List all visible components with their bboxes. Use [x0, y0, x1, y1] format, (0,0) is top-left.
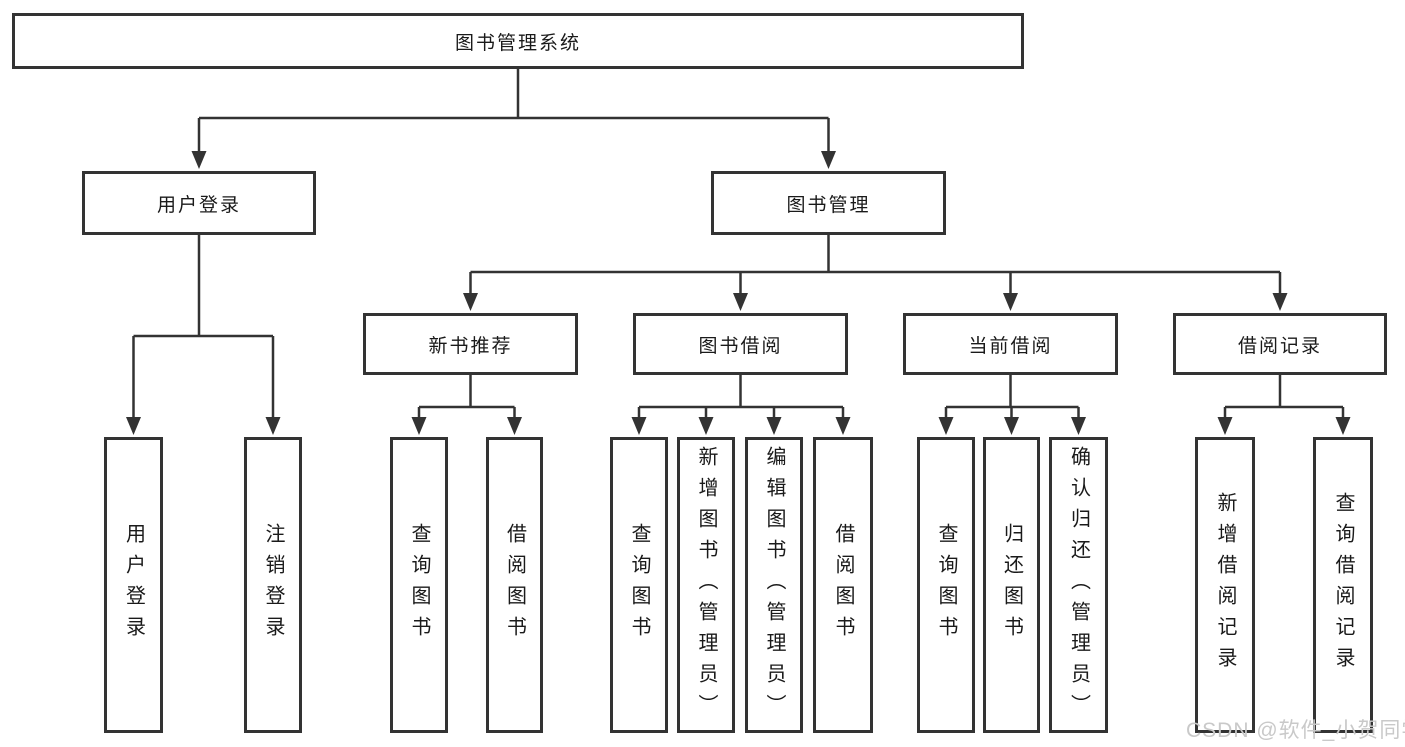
leaf-confirm-return-admin: 确认归还（管理员）: [1049, 437, 1108, 733]
node-label: 图书借阅: [698, 335, 783, 357]
arrowhead-icon: [1003, 293, 1018, 311]
leaf-label: 注销登录: [262, 523, 284, 647]
node-label: 新书推荐: [428, 335, 513, 357]
arrowhead-icon: [126, 417, 141, 435]
node-library-management-system: 图书管理系统: [12, 13, 1024, 69]
leaf-query-books-current: 查询图书: [917, 437, 975, 733]
node-label: 借阅记录: [1237, 335, 1322, 357]
leaf-label: 借阅图书: [832, 523, 854, 647]
arrowheads: [126, 151, 1351, 435]
node-borrow-records: 借阅记录: [1173, 313, 1387, 375]
connector-user-login-children: [132, 235, 275, 418]
node-new-book-recommend: 新书推荐: [363, 313, 578, 375]
arrowhead-icon: [411, 417, 427, 435]
leaf-label: 归还图书: [1000, 523, 1023, 647]
arrowhead-icon: [733, 293, 748, 311]
node-user-login: 用户登录: [82, 171, 316, 235]
node-current-borrow: 当前借阅: [903, 313, 1118, 375]
arrowhead-icon: [265, 417, 281, 435]
leaf-add-borrow-record: 新增借阅记录: [1195, 437, 1255, 733]
leaf-return-book: 归还图书: [983, 437, 1040, 733]
leaf-edit-book-admin: 编辑图书（管理员）: [745, 437, 803, 733]
leaf-label: 确认归还（管理员）: [1067, 445, 1090, 725]
arrowhead-icon: [631, 417, 647, 435]
leaf-label: 查询图书: [935, 523, 957, 647]
arrowhead-icon: [821, 151, 836, 169]
leaf-query-books-recommend: 查询图书: [390, 437, 448, 733]
watermark: CSDN @软件_小贺同学: [1186, 719, 1405, 742]
node-label: 用户登录: [156, 194, 241, 216]
leaf-borrow-books: 借阅图书: [813, 437, 873, 733]
leaf-label: 借阅图书: [503, 523, 526, 647]
node-label: 图书管理系统: [454, 32, 581, 54]
connector-book-management-children: [469, 235, 1282, 294]
leaf-label: 编辑图书（管理员）: [763, 445, 785, 725]
connector-book-borrow-children: [637, 375, 845, 420]
leaf-label: 新增借阅记录: [1214, 492, 1236, 678]
node-label: 图书管理: [786, 194, 871, 216]
arrowhead-icon: [698, 417, 714, 435]
arrowhead-icon: [1272, 293, 1288, 311]
arrowhead-icon: [1335, 417, 1351, 435]
leaf-borrow-books-recommend: 借阅图书: [486, 437, 543, 733]
connector-current-borrow-children: [944, 375, 1080, 420]
node-book-borrow: 图书借阅: [633, 313, 848, 375]
leaf-label: 用户登录: [122, 523, 145, 647]
node-label: 当前借阅: [968, 335, 1053, 357]
leaf-user-login: 用户登录: [104, 437, 163, 733]
arrowhead-icon: [1071, 417, 1086, 435]
arrowhead-icon: [463, 293, 478, 311]
connector-borrow-records-children: [1223, 375, 1345, 420]
connector-strokes: [132, 68, 1345, 420]
arrowhead-icon: [835, 417, 851, 435]
leaf-logout: 注销登录: [244, 437, 302, 733]
leaf-label: 查询图书: [408, 523, 430, 647]
arrowhead-icon: [507, 417, 522, 435]
leaf-label: 新增图书（管理员）: [695, 445, 717, 725]
leaf-label: 查询借阅记录: [1332, 492, 1354, 678]
connector-new-books-children: [417, 375, 516, 420]
arrowhead-icon: [938, 417, 954, 435]
leaf-query-borrow-record: 查询借阅记录: [1313, 437, 1373, 733]
arrowhead-icon: [1004, 417, 1019, 435]
leaf-label: 查询图书: [628, 523, 650, 647]
leaf-add-book-admin: 新增图书（管理员）: [677, 437, 735, 733]
arrowhead-icon: [766, 417, 782, 435]
node-book-management: 图书管理: [711, 171, 946, 235]
arrowhead-icon: [1217, 417, 1233, 435]
arrowhead-icon: [191, 151, 207, 169]
leaf-query-books-borrow: 查询图书: [610, 437, 668, 733]
connector-root-to-level2: [197, 68, 830, 152]
